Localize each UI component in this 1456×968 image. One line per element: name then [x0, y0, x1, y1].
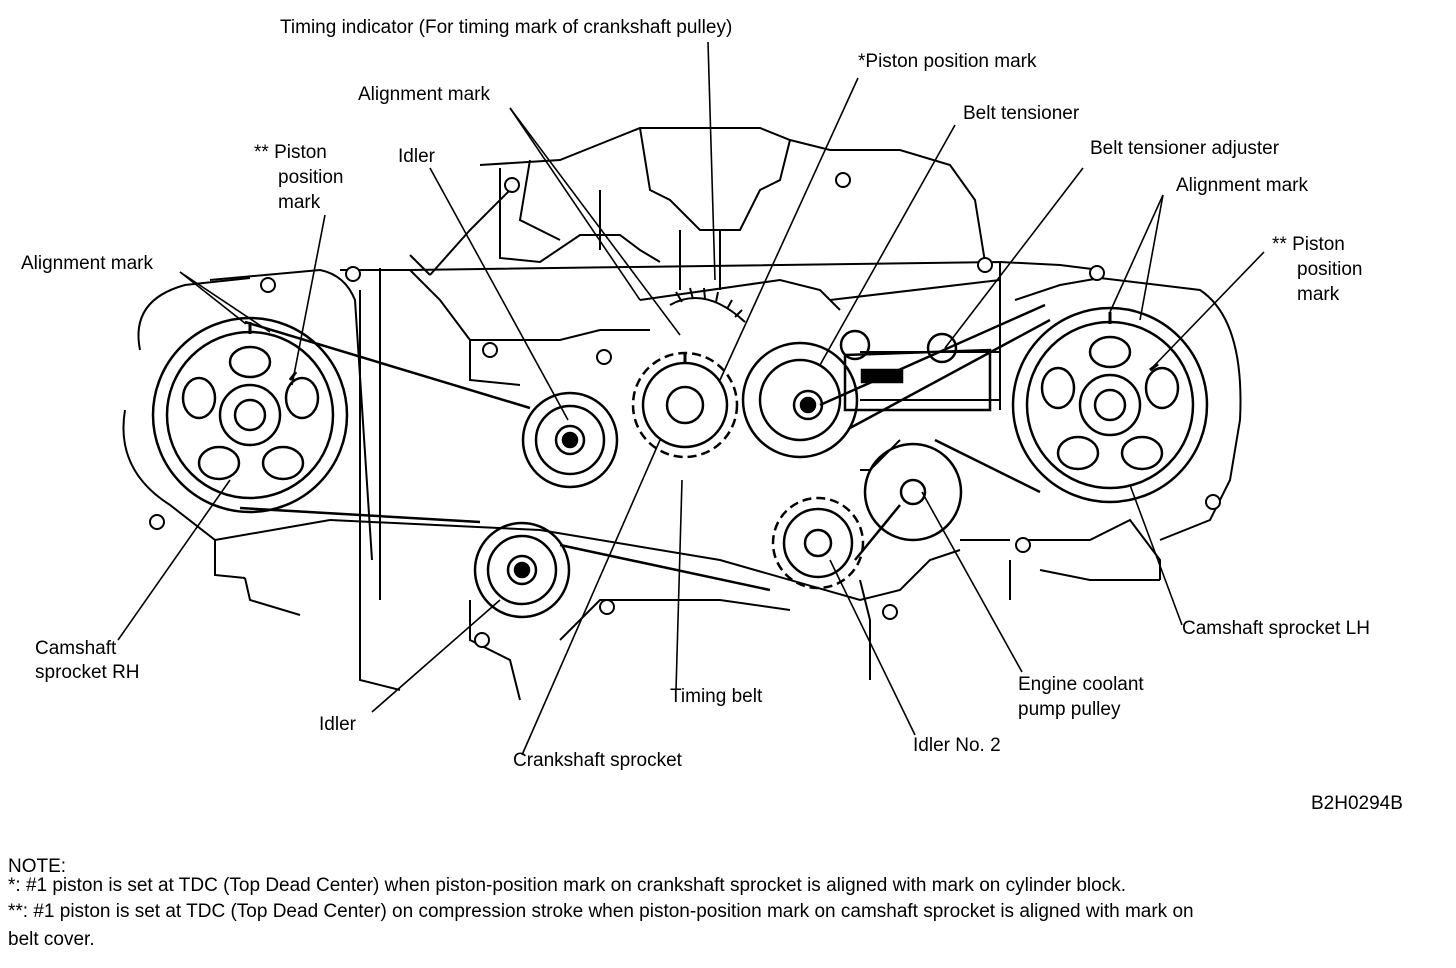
engine-block-outline	[122, 127, 1242, 701]
label-alignment-mark-center: Alignment mark	[358, 84, 490, 105]
label-belt-tensioner: Belt tensioner	[963, 103, 1080, 124]
label-crankshaft-sprocket: Crankshaft sprocket	[513, 750, 682, 771]
camshaft-sprocket-rh	[151, 316, 349, 514]
label-alignment-mark-rh: Alignment mark	[21, 253, 153, 274]
note-line-2: **: #1 piston is set at TDC (Top Dead Ce…	[8, 901, 1194, 922]
label-engine-coolant-pump-pulley-1: Engine coolant	[1018, 674, 1144, 695]
bolt-holes	[149, 172, 1221, 648]
note-heading: NOTE:	[8, 856, 67, 877]
label-piston-mark-lh-1: ** Piston	[1272, 234, 1345, 255]
label-idler-no2: Idler No. 2	[913, 735, 1001, 756]
label-piston-mark-lh-3: mark	[1297, 284, 1340, 305]
camshaft-sprocket-lh	[1011, 306, 1209, 504]
idler-no2	[771, 496, 865, 590]
label-belt-tensioner-adjuster: Belt tensioner adjuster	[1090, 138, 1280, 159]
label-camshaft-sprocket-rh-1: Camshaft	[35, 638, 117, 659]
label-idler-top: Idler	[398, 146, 435, 167]
label-alignment-mark-lh: Alignment mark	[1176, 175, 1308, 196]
note-line-1: *: #1 piston is set at TDC (Top Dead Cen…	[8, 875, 1126, 896]
engine-coolant-pump-pulley	[863, 442, 963, 542]
idler-upper	[521, 391, 619, 489]
leader-lines	[117, 41, 1265, 756]
belt-tensioner-adjuster	[839, 329, 992, 412]
label-piston-mark-rh-1: ** Piston	[254, 142, 327, 163]
label-idler-bottom: Idler	[319, 714, 356, 735]
label-piston-mark-crank: *Piston position mark	[858, 51, 1037, 72]
label-camshaft-sprocket-rh-2: sprocket RH	[35, 662, 140, 683]
label-piston-mark-rh-3: mark	[278, 192, 321, 213]
label-piston-mark-lh-2: position	[1297, 259, 1363, 280]
note-line-3: belt cover.	[8, 929, 95, 950]
label-timing-indicator: Timing indicator (For timing mark of cra…	[280, 17, 733, 38]
label-camshaft-sprocket-lh: Camshaft sprocket LH	[1182, 618, 1370, 639]
belt-tensioner	[741, 341, 859, 459]
idler-lower	[473, 521, 571, 619]
alignment-marks	[248, 312, 1159, 381]
figure-code: B2H0294B	[1311, 793, 1403, 814]
label-engine-coolant-pump-pulley-2: pump pulley	[1018, 699, 1121, 720]
label-timing-belt: Timing belt	[670, 686, 763, 707]
timing-indicator	[669, 287, 746, 323]
label-piston-mark-rh-2: position	[278, 167, 344, 188]
crankshaft-sprocket	[631, 351, 739, 459]
